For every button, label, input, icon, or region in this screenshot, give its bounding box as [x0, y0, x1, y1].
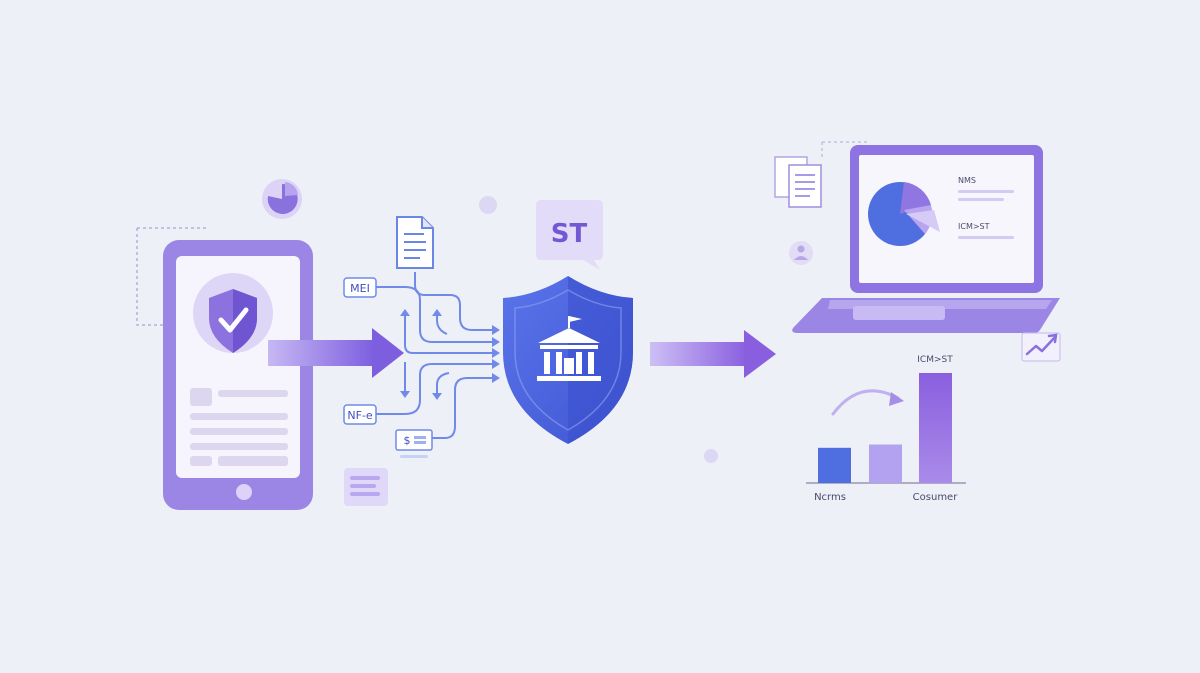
mei-label: MEI [350, 282, 370, 295]
document-icon [396, 216, 434, 269]
laptop-label-2: ICM>ST [958, 222, 990, 231]
connector-lines [375, 272, 492, 439]
pie-chart-icon [262, 179, 302, 219]
bar-2 [869, 444, 902, 483]
home-button [236, 484, 252, 500]
bar-1 [818, 447, 851, 483]
flow-arrow-left [268, 328, 404, 378]
growth-curve-arrow [831, 389, 900, 416]
content-thumb [190, 388, 212, 406]
dashed-frame-left [136, 227, 208, 326]
laptop-pie-chart [868, 182, 940, 246]
connector-arrowheads [400, 309, 500, 400]
decor-dot-2 [704, 449, 718, 463]
mobile-phone [163, 240, 313, 510]
shield-check-icon [209, 289, 257, 353]
bill-icon: $ [395, 429, 433, 458]
bar-3 [919, 373, 952, 483]
bar-chart [806, 373, 966, 484]
bar-top-label: ICM>ST [917, 355, 953, 365]
bank-building-icon [537, 316, 601, 381]
laptop-label-1: NMS [958, 176, 976, 185]
decor-dot-1 [479, 196, 497, 214]
nfe-label: NF-e [347, 409, 373, 422]
user-icon [789, 241, 813, 265]
axis-label-right: Cosumer [913, 492, 959, 503]
st-bubble: ST [536, 200, 603, 270]
document-stack-icon [774, 141, 870, 208]
trackpad [853, 306, 945, 320]
growth-curve-arrowhead [889, 392, 904, 406]
flow-arrow-right [650, 330, 776, 378]
note-icon [344, 468, 388, 506]
svg-text:$: $ [404, 434, 411, 447]
laptop: NMS ICM>ST [792, 145, 1060, 333]
mei-tag: MEI [343, 277, 377, 298]
nfe-tag: NF-e [343, 404, 377, 425]
axis-label-left: Ncrms [814, 492, 846, 503]
st-label: ST [551, 219, 588, 249]
central-shield [503, 276, 633, 444]
trend-up-icon [1021, 332, 1061, 362]
